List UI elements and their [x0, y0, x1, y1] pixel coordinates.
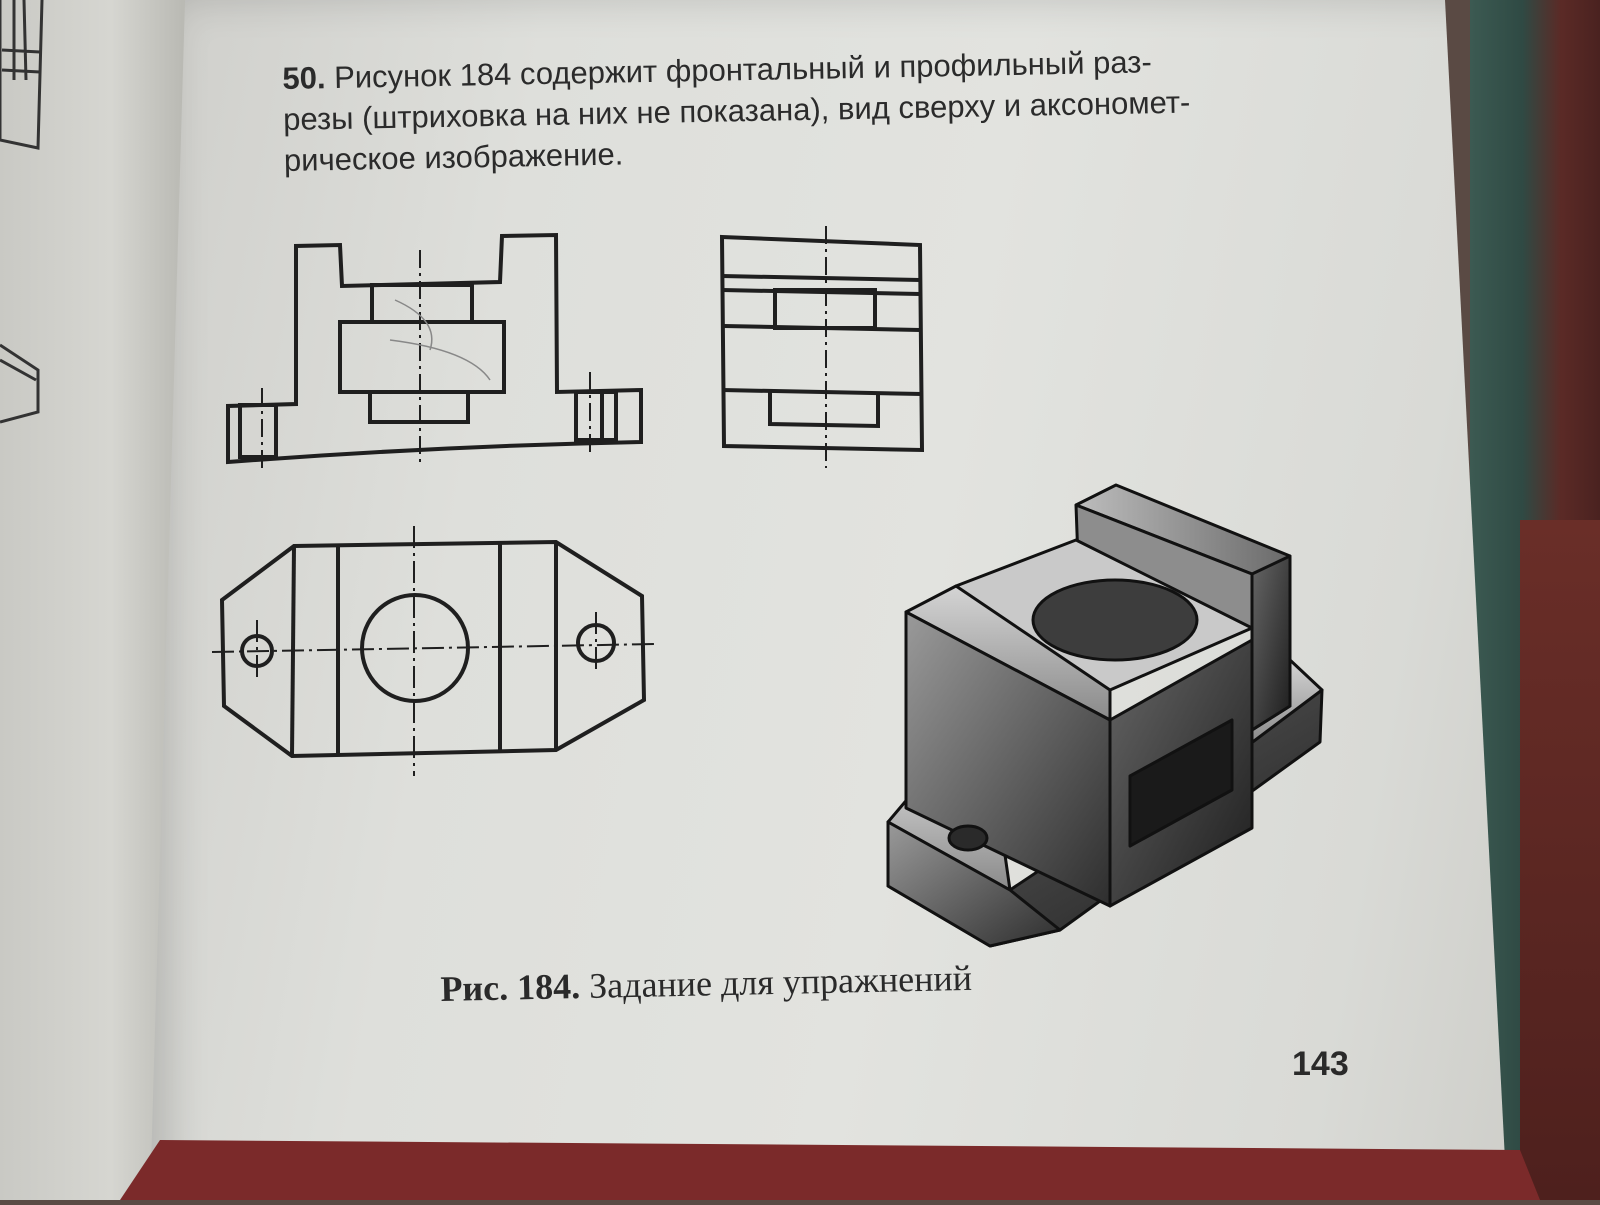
page-number: 143 — [1292, 1045, 1349, 1083]
axonometric-view — [886, 483, 1324, 948]
book-edge — [120, 1140, 1540, 1200]
left-page-drawing-fragment — [0, 0, 44, 424]
top-view — [211, 526, 657, 776]
left-page — [0, 0, 185, 1200]
figure-title: Задание для упражнений — [588, 957, 973, 1006]
profile-section-view — [719, 226, 925, 468]
front-section-view — [226, 232, 643, 472]
background-book-cover — [1520, 520, 1600, 1200]
figure-label: Рис. 184. — [440, 966, 581, 1009]
